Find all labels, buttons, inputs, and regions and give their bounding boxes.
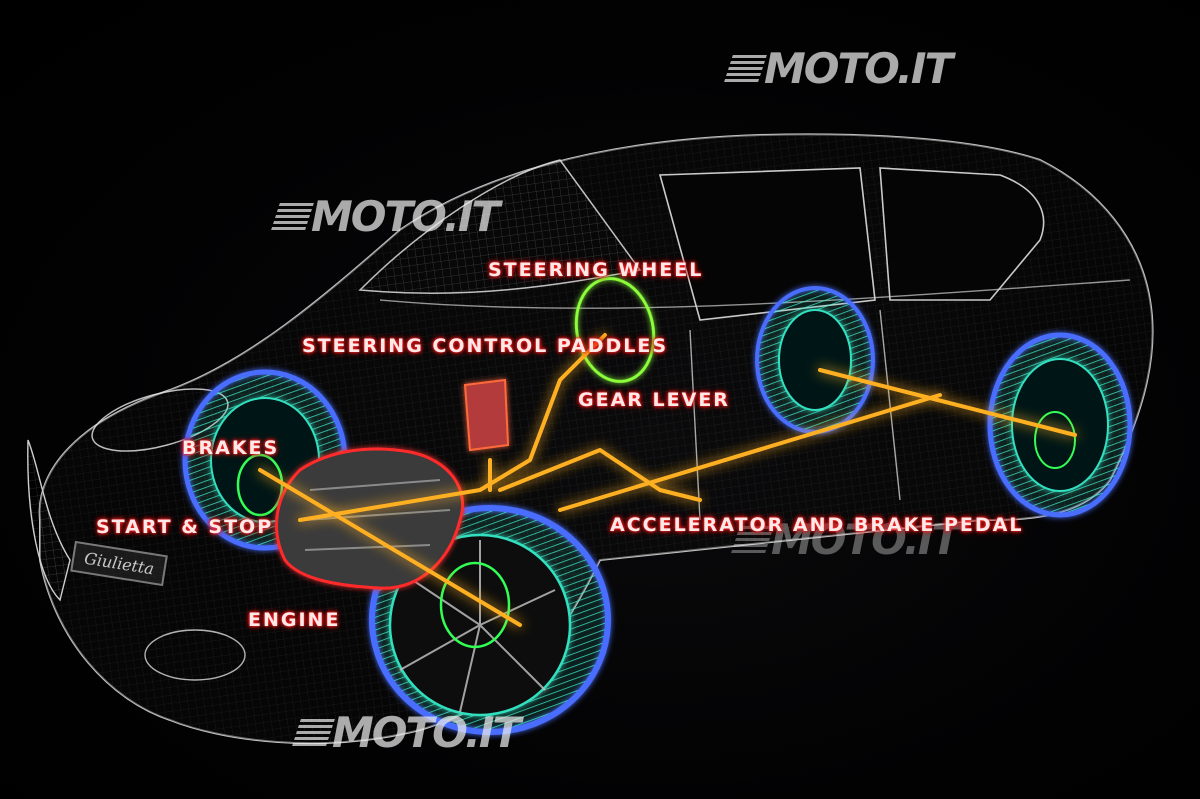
label-engine: ENGINE bbox=[248, 609, 341, 631]
watermark-top: MOTO.IT bbox=[723, 44, 953, 93]
engine-detail bbox=[304, 479, 451, 551]
windshield bbox=[358, 159, 642, 294]
rear-left-wheel bbox=[755, 286, 875, 434]
side-window-front bbox=[658, 167, 876, 321]
label-gear-lever: GEAR LEVER bbox=[578, 389, 730, 411]
steering-wheel-ring bbox=[574, 277, 656, 383]
label-steering-control-paddles: STEERING CONTROL PADDLES bbox=[302, 335, 669, 357]
watermark-bottom: MOTO.IT bbox=[291, 708, 521, 757]
front-grille bbox=[27, 439, 71, 602]
label-start-stop: START & STOP bbox=[96, 516, 274, 538]
fog-light bbox=[144, 629, 246, 681]
label-accelerator-brake-pedal: ACCELERATOR AND BRAKE PEDAL bbox=[610, 514, 1024, 536]
rear-right-wheel bbox=[987, 332, 1133, 518]
car-body-shade bbox=[39, 134, 1153, 744]
watermark-lower: MOTO.IT bbox=[730, 515, 960, 564]
label-steering-wheel: STEERING WHEEL bbox=[488, 259, 704, 281]
belt-line bbox=[379, 279, 1131, 309]
door-line bbox=[689, 309, 901, 521]
label-brakes: BRAKES bbox=[182, 437, 280, 459]
signal-wires bbox=[258, 333, 1077, 627]
side-window-rear bbox=[879, 167, 1045, 301]
watermark-middle: MOTO.IT bbox=[270, 192, 500, 241]
engine-block bbox=[275, 447, 465, 590]
control-unit bbox=[463, 378, 510, 452]
